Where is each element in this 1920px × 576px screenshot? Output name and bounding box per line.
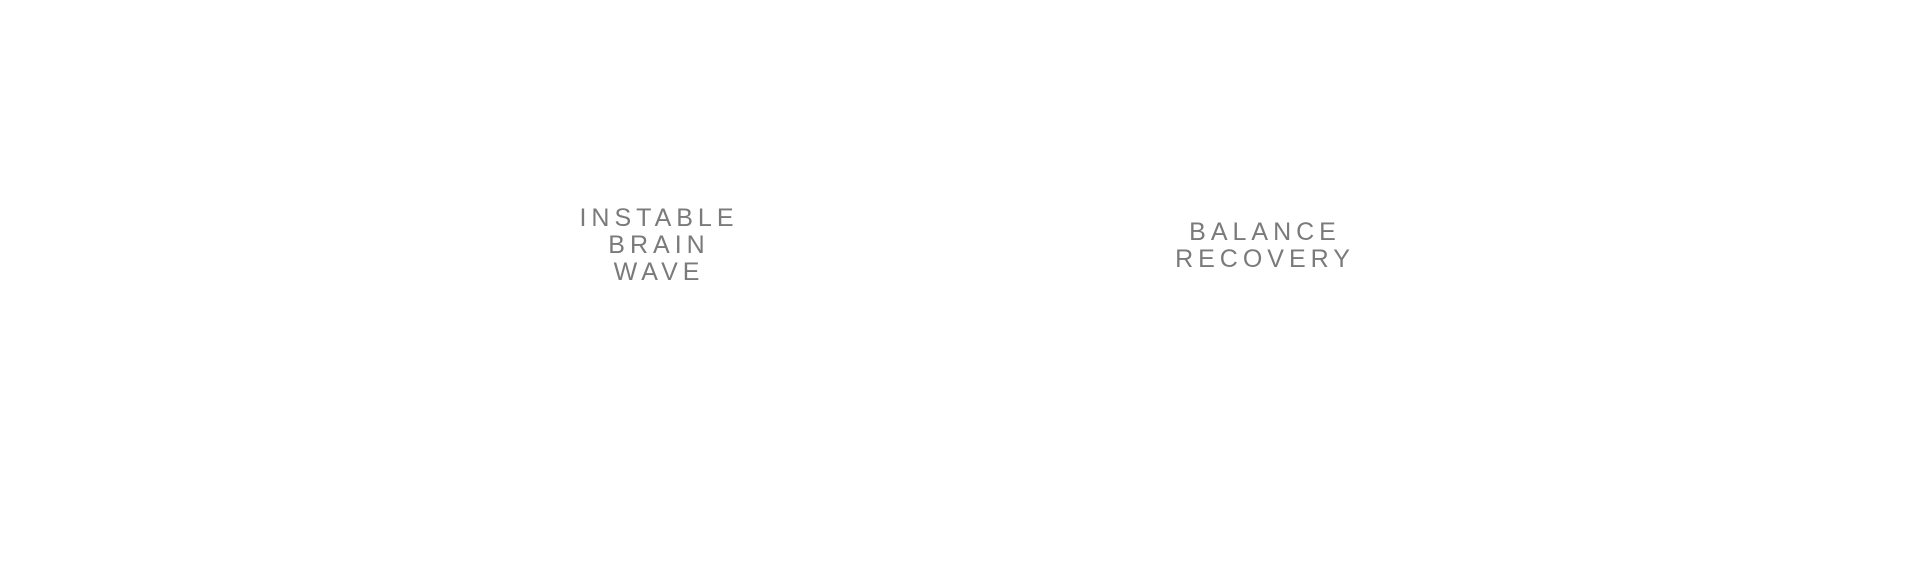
instable-brain-wave-label: INSTABLE BRAIN WAVE	[559, 205, 759, 286]
instable-line-3: WAVE	[613, 258, 705, 286]
balance-line-1: BALANCE	[1189, 218, 1341, 246]
instable-line-2: BRAIN	[608, 231, 710, 259]
instable-line-1: INSTABLE	[579, 204, 739, 232]
balance-recovery-label: BALANCE RECOVERY	[1165, 219, 1365, 273]
balance-line-2: RECOVERY	[1175, 245, 1355, 273]
